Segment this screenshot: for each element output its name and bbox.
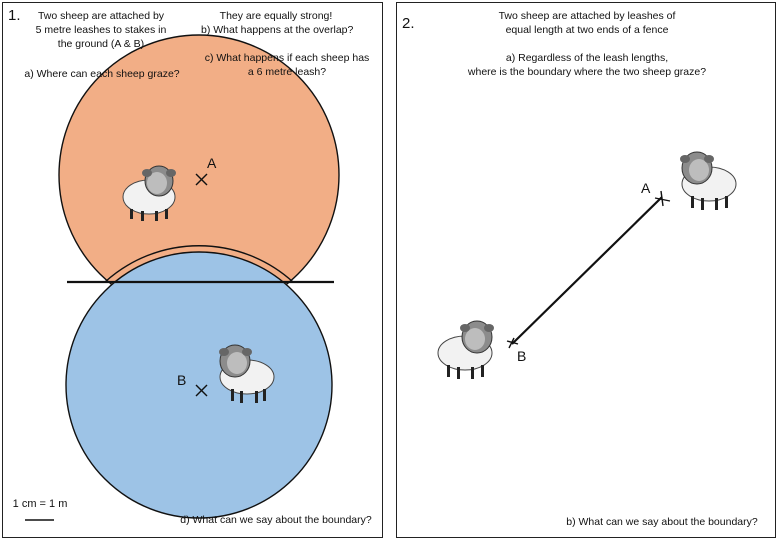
overlap-arc-a — [104, 245, 294, 283]
question-b: b) What can we say about the boundary? — [566, 516, 758, 528]
question-b: b) What happens at the overlap? — [201, 24, 354, 36]
sheep-b-icon — [219, 344, 275, 403]
intro-line-1: Two sheep are attached by leashes of — [498, 10, 676, 22]
fence-end-b-label: B — [517, 348, 527, 364]
panel-1: 1. Two sheep are attached by 5 metre lea… — [2, 2, 383, 538]
stake-a-label: A — [207, 155, 217, 171]
intro-line-3: the ground (A & B) — [57, 38, 145, 50]
question-c-line-2: a 6 metre leash? — [247, 66, 327, 78]
fence-end-b-marker-icon — [506, 337, 519, 349]
grazing-circle-b — [65, 251, 333, 519]
fence-end-a-label: A — [641, 180, 651, 196]
sheep-a-icon — [680, 151, 737, 210]
question-d: d) What can we say about the boundary? — [180, 514, 372, 526]
panel-1-figure — [25, 34, 340, 521]
fence-line — [511, 196, 663, 345]
question-c-line-1: c) What happens if each sheep has — [204, 52, 370, 64]
question-a: a) Where can each sheep graze? — [24, 68, 180, 80]
question-number-2: 2. — [402, 15, 415, 32]
sheep-a-icon — [122, 165, 176, 221]
panel-2-figure — [437, 151, 737, 379]
intro-line-1: Two sheep are attached by — [37, 10, 165, 22]
stake-b-cross-mark-icon — [195, 384, 208, 397]
sheep-b-icon — [437, 320, 494, 379]
fence-end-a-marker-icon — [654, 190, 671, 207]
scale-label: 1 cm = 1 m — [12, 498, 68, 510]
question-a-line-2: where is the boundary where the two shee… — [467, 66, 707, 78]
stake-b-label: B — [177, 372, 187, 388]
intro-line-2: equal length at two ends of a fence — [505, 24, 669, 36]
panel-2: 2. Two sheep are attached by leashes of … — [396, 2, 776, 538]
stake-a-cross-mark-icon — [195, 173, 208, 186]
question-number-1: 1. — [8, 7, 21, 24]
question-a-line-1: a) Regardless of the leash lengths, — [505, 52, 669, 64]
intro2-line-1: They are equally strong! — [219, 10, 333, 22]
intro-line-2: 5 metre leashes to stakes in — [35, 24, 167, 36]
